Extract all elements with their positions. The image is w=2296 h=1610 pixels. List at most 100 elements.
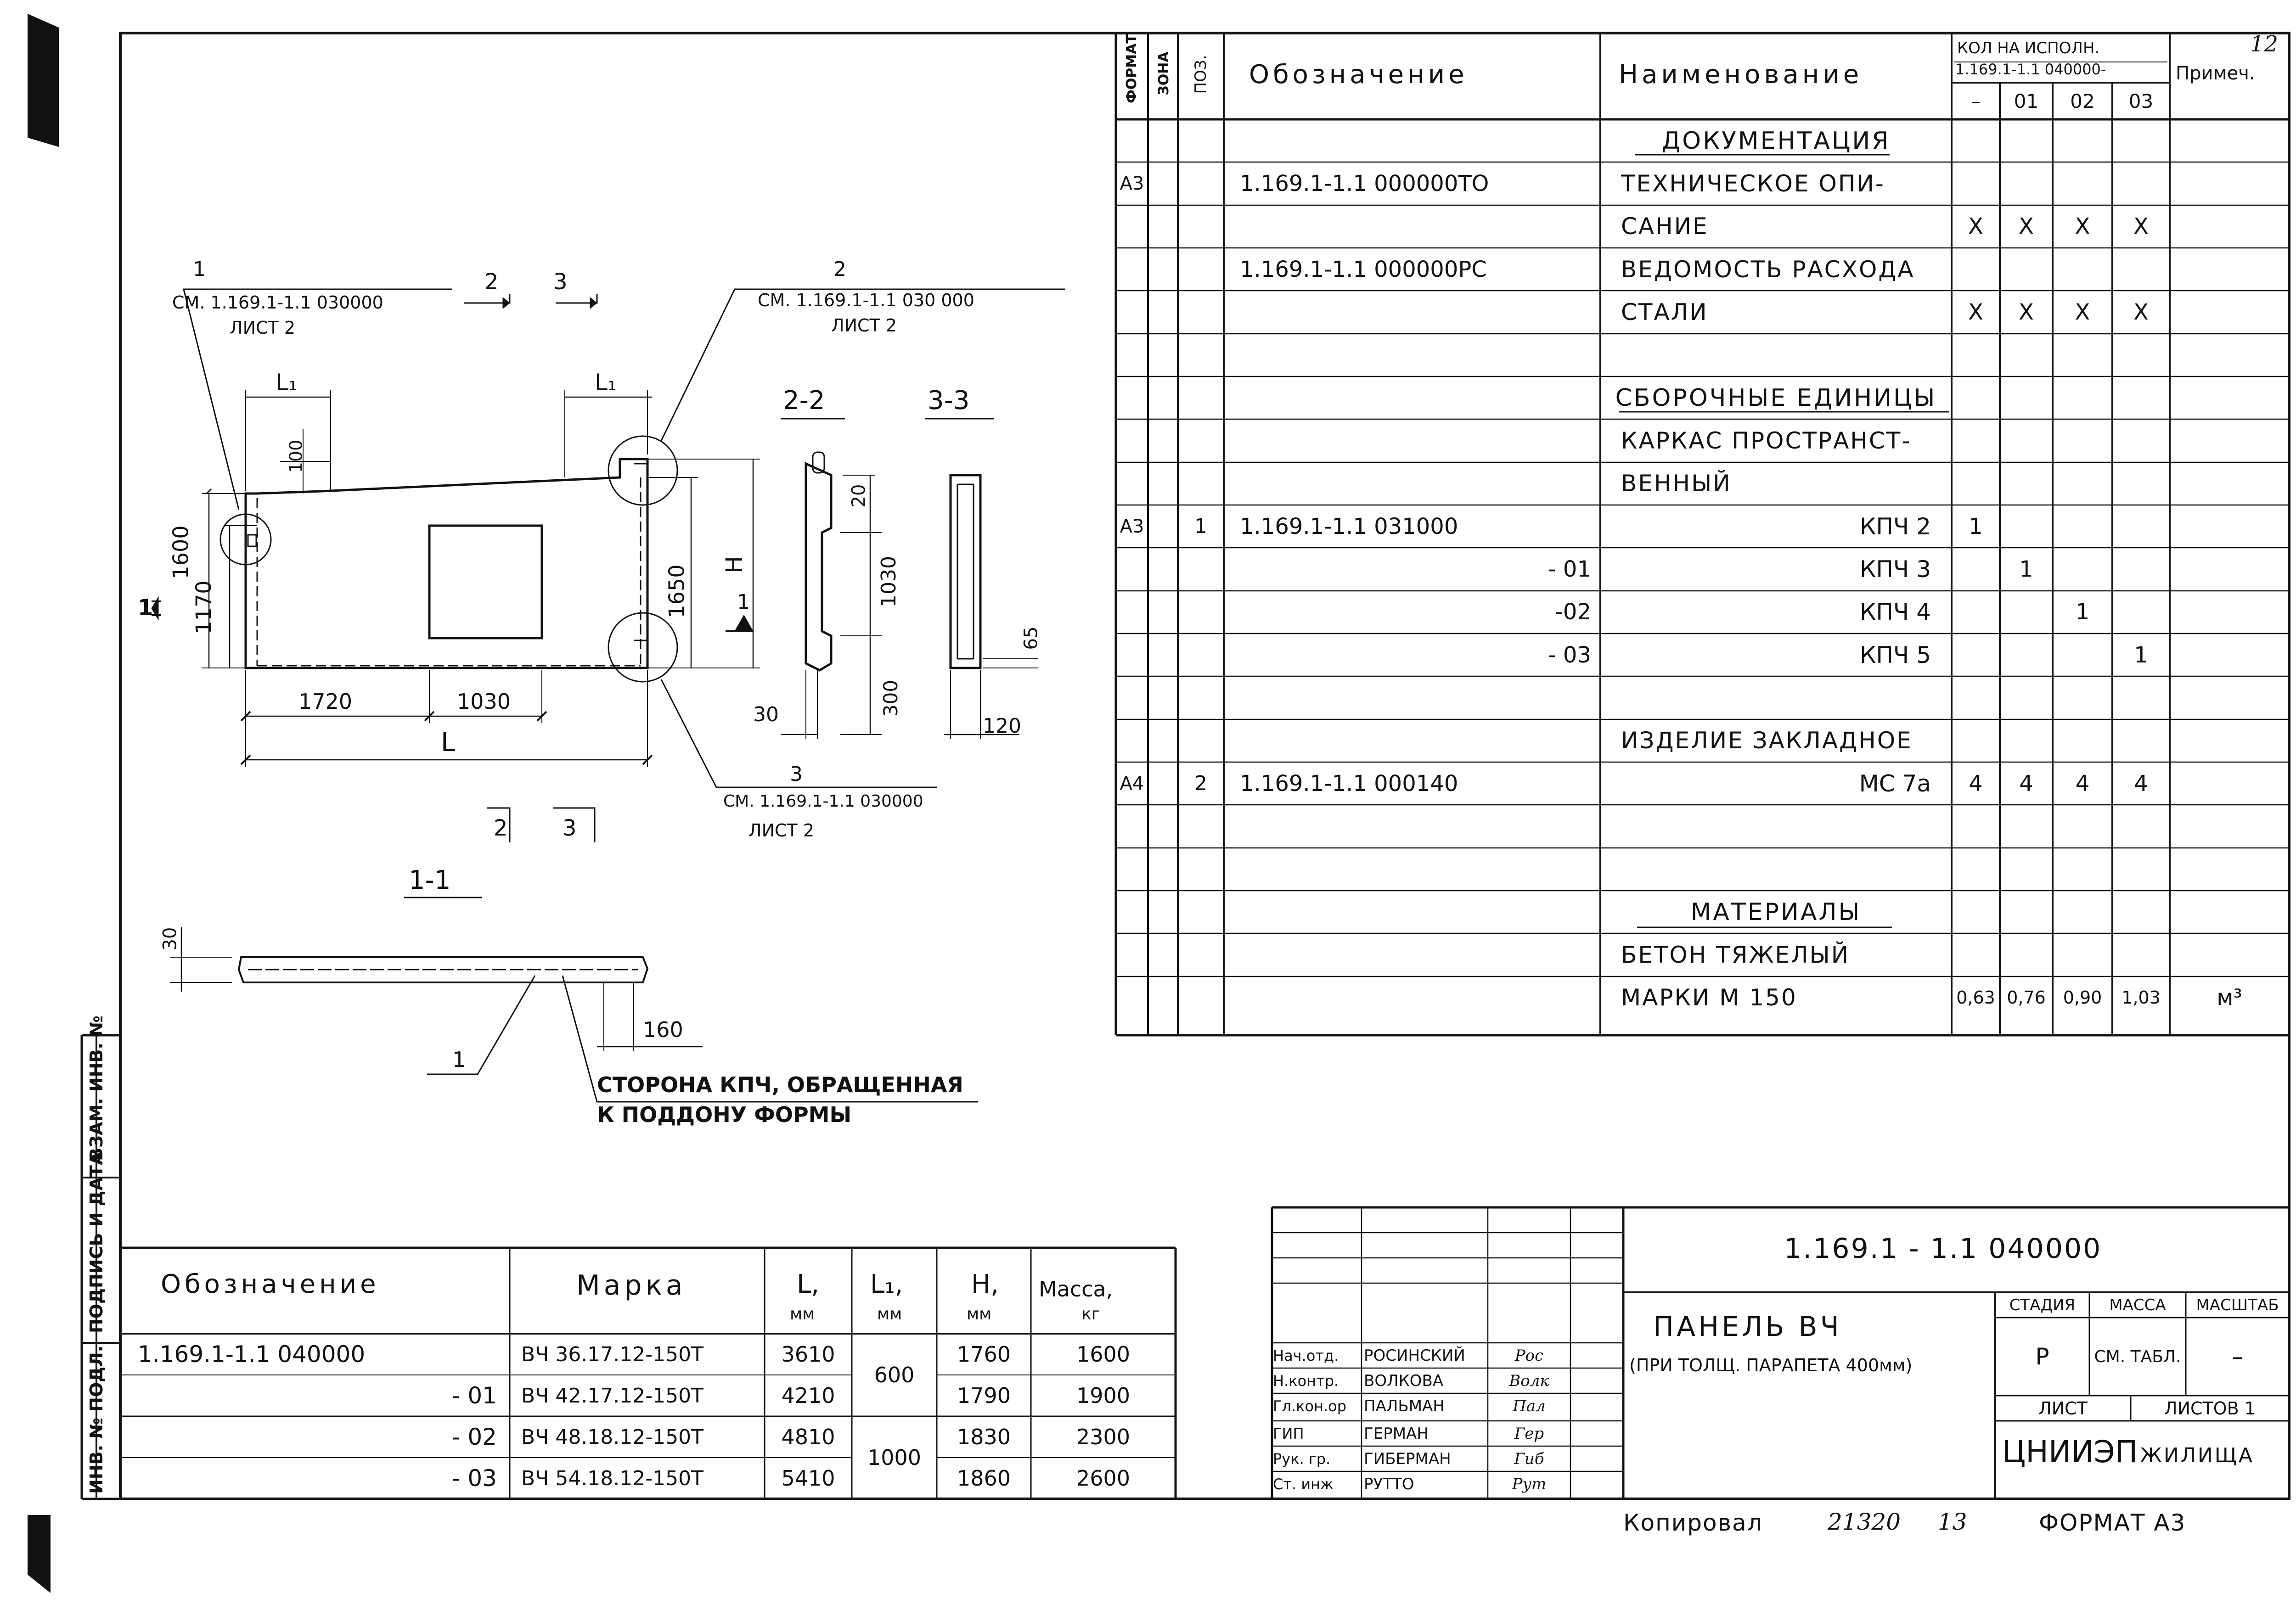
spec-row-name — [1621, 848, 1952, 891]
stamp-mass-value: СМ. ТАБЛ. — [2094, 1347, 2181, 1366]
spec-row-name: СТАЛИ — [1621, 298, 1708, 325]
side-label-podpis: ПОДПИСЬ И ДАТА — [86, 1151, 107, 1333]
spec-row-pos — [1178, 376, 1224, 419]
spec-row-qty — [2000, 933, 2053, 976]
spec-row-pos — [1178, 676, 1224, 719]
spec-qty-col-0: – — [1971, 90, 1981, 112]
spec-row-qty — [2112, 719, 2170, 762]
marks-row-mark: ВЧ 54.18.12-150Т — [521, 1466, 704, 1490]
spec-row-format — [1116, 591, 1148, 634]
spec-row-qty: 4 — [2019, 770, 2033, 797]
spec-row-qty — [2112, 119, 2170, 162]
stamp-role: ГИП — [1273, 1425, 1304, 1442]
callout2-number: 2 — [833, 258, 846, 281]
cut-mark-1-right: 1 — [737, 590, 750, 614]
spec-row-qty — [2112, 891, 2170, 933]
stamp-signature: Волк — [1509, 1371, 1549, 1390]
spec-row-designation: - 03 — [1548, 642, 1591, 668]
stamp-mass-label: МАССА — [2109, 1296, 2166, 1314]
dim-1720: 1720 — [298, 689, 353, 714]
spec-row-qty — [2000, 419, 2053, 462]
spec-row-format — [1116, 891, 1148, 933]
spec-row-name: ВЕДОМОСТЬ РАСХОДА — [1621, 256, 1915, 283]
spec-row-qty — [2112, 419, 2170, 462]
section-3-3-title: 3-3 — [928, 386, 970, 415]
spec-row-pos — [1178, 634, 1224, 676]
spec-row-designation: -02 — [1555, 599, 1591, 625]
stamp-sheets-label: ЛИСТОВ 1 — [2164, 1398, 2256, 1419]
spec-row-pos — [1178, 591, 1224, 634]
spec-row-qty — [1952, 933, 2000, 976]
stamp-person-name: ВОЛКОВА — [1364, 1371, 1444, 1390]
spec-row-pos: 1 — [1194, 515, 1207, 539]
spec-row-name: ВЕННЫЙ — [1621, 470, 1732, 497]
spec-row-qty — [1952, 848, 2000, 891]
spec-header-qty-top: КОЛ НА ИСПОЛН. — [1957, 39, 2100, 57]
spec-row-qty: 1 — [1969, 513, 1983, 539]
spec-row-note — [2170, 634, 2289, 676]
spec-row-pos — [1178, 805, 1224, 847]
spec-row-pos — [1178, 462, 1224, 505]
spec-row-qty — [2000, 848, 2053, 891]
spec-row-qty — [2053, 162, 2112, 205]
spec-row-qty — [2000, 891, 2053, 933]
spec-row-note — [2170, 376, 2289, 419]
spec-row-format — [1116, 462, 1148, 505]
spec-row-qty — [2112, 505, 2170, 548]
spec-row-qty — [2112, 248, 2170, 291]
spec-row-qty — [1952, 805, 2000, 847]
sheet-format: ФОРМАТ А3 — [2039, 1509, 2186, 1536]
dim-1030: 1030 — [457, 689, 511, 714]
dim-1170: 1170 — [191, 580, 216, 634]
stamp-person-name: ГИБЕРМАН — [1364, 1449, 1451, 1468]
spec-row-pos — [1178, 162, 1224, 205]
spec-row-name: МАТЕРИАЛЫ — [1690, 898, 1862, 926]
marks-L1-group-1000: 1000 — [867, 1445, 922, 1470]
spec-row-format — [1116, 419, 1148, 462]
spec-row-qty: X — [2133, 299, 2149, 325]
marks-row-designation: - 01 — [452, 1382, 497, 1409]
spec-row-format — [1116, 634, 1148, 676]
spec-row-qty — [2112, 676, 2170, 719]
marks-row-H: 1830 — [957, 1425, 1011, 1449]
dim-300: 300 — [879, 679, 902, 717]
spec-row-qty — [2053, 676, 2112, 719]
stamp-signature: Пал — [1513, 1397, 1546, 1415]
spec-row-qty — [1952, 162, 2000, 205]
spec-row-note — [2170, 719, 2289, 762]
spec-row-pos — [1178, 848, 1224, 891]
spec-row-qty — [1952, 419, 2000, 462]
marks-row-mark: ВЧ 48.18.12-150Т — [521, 1425, 704, 1449]
copied-by-label: Копировал — [1623, 1509, 1763, 1536]
spec-row-note — [2170, 676, 2289, 719]
dim-30-section: 30 — [753, 703, 779, 726]
spec-row-pos — [1178, 205, 1224, 248]
marks-row-L: 5410 — [781, 1466, 835, 1491]
spec-row-qty — [1952, 719, 2000, 762]
marks-row-L: 4810 — [781, 1425, 835, 1449]
spec-row-name: САНИЕ — [1621, 213, 1709, 240]
spec-row-designation — [1240, 719, 1598, 762]
stamp-signature: Рут — [1512, 1475, 1547, 1493]
spec-row-format — [1116, 376, 1148, 419]
callout3-number: 3 — [790, 763, 803, 786]
spec-row-note — [2170, 119, 2289, 162]
spec-row-note — [2170, 591, 2289, 634]
stamp-role: Н.контр. — [1273, 1372, 1339, 1390]
spec-row-note — [2170, 848, 2289, 891]
dim-L: L — [441, 728, 456, 757]
stamp-org: ЦНИИЭП ЖИЛИЩА — [2002, 1437, 2254, 1467]
spec-row-qty: 0,90 — [2063, 987, 2102, 1008]
spec-row-note: м³ — [2217, 985, 2242, 1011]
spec-row-pos: 2 — [1194, 772, 1207, 796]
spec-row-qty — [2000, 719, 2053, 762]
spec-row-qty — [2053, 376, 2112, 419]
spec-row-designation: - 01 — [1548, 556, 1591, 582]
spec-row-designation — [1240, 205, 1598, 248]
spec-row-qty — [1952, 676, 2000, 719]
spec-row-qty: 4 — [2075, 770, 2090, 797]
dim-L1-right: L₁ — [595, 369, 617, 396]
spec-row-qty — [2000, 591, 2053, 634]
spec-row-qty: X — [2019, 299, 2034, 325]
